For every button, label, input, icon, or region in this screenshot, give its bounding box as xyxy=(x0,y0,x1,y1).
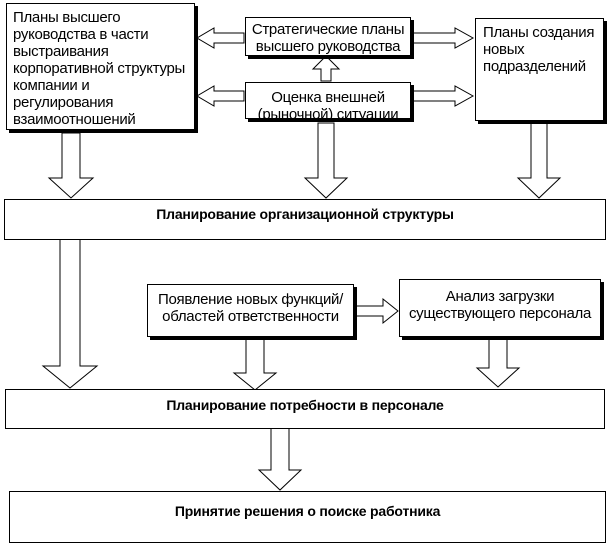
new-units-box: Планы создания новых подразделений xyxy=(475,18,604,121)
arrow-assessment-to-top-plans xyxy=(196,85,245,107)
arrow-new-units-to-org xyxy=(516,122,562,199)
strategic-plans-box: Стратегические планы высшего руководства xyxy=(245,17,411,56)
assessment-box: Оценка внешней (рыночной) ситуации xyxy=(245,82,411,119)
arrow-strategic-to-new-units xyxy=(411,27,475,49)
workload-text: Анализ загрузки существующего персонала xyxy=(408,288,592,322)
arrow-functions-to-workload xyxy=(354,297,399,325)
arrow-strategic-to-top-plans xyxy=(196,27,245,49)
arrow-top-plans-to-org xyxy=(47,132,95,199)
arrow-staff-to-decision xyxy=(257,427,303,491)
org-planning-box: Планирование организационной структуры xyxy=(4,199,606,240)
staff-planning-text: Планирование потребности в персонале xyxy=(166,397,444,413)
top-plans-box: Планы высшего руководства в части выстра… xyxy=(6,3,195,130)
arrow-assessment-to-strategic xyxy=(311,55,341,82)
arrow-functions-to-staff xyxy=(232,337,278,391)
new-functions-text: Появление новых функций/областей ответст… xyxy=(157,291,344,325)
workload-box: Анализ загрузки существующего персонала xyxy=(399,279,601,337)
decision-box: Принятие решения о поиске работника xyxy=(9,491,606,543)
decision-text: Принятие решения о поиске работника xyxy=(174,503,441,519)
arrow-assessment-to-org xyxy=(303,122,349,199)
new-functions-box: Появление новых функций/областей ответст… xyxy=(147,284,354,337)
staff-planning-box: Планирование потребности в персонале xyxy=(5,389,605,429)
top-plans-text: Планы высшего руководства в части выстра… xyxy=(13,9,185,128)
new-units-text: Планы создания новых подразделений xyxy=(483,24,595,75)
arrow-assessment-to-new-units xyxy=(411,85,475,107)
arrow-org-to-staff xyxy=(41,238,99,389)
strategic-plans-text: Стратегические планы высшего руководства xyxy=(251,21,405,55)
arrow-workload-to-staff xyxy=(475,337,521,388)
assessment-text: Оценка внешней (рыночной) ситуации xyxy=(257,89,399,119)
org-planning-text: Планирование организационной структуры xyxy=(156,206,454,222)
